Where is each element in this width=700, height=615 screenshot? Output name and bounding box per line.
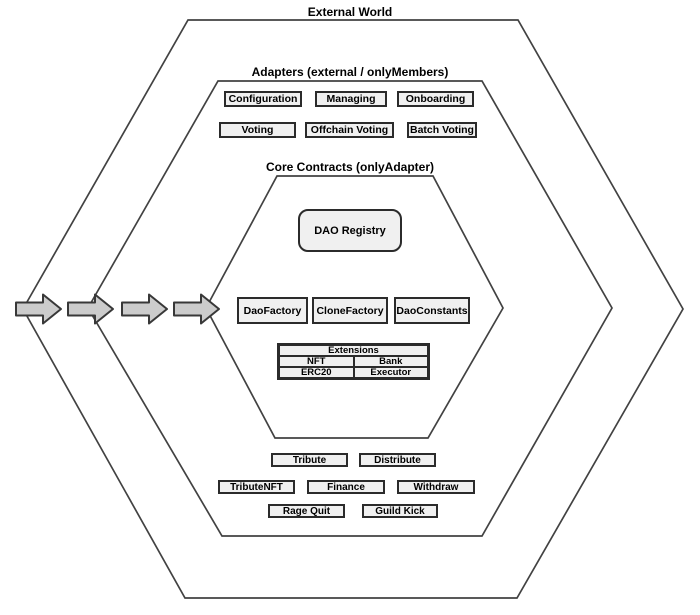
- core-box-clonefactory: CloneFactory: [312, 297, 388, 324]
- adapter-box-offchain-voting: Offchain Voting: [305, 122, 394, 138]
- core-box-daofactory: DaoFactory: [237, 297, 308, 324]
- arrow-right-icon-2: [67, 293, 114, 325]
- core-box-daoconstants: DaoConstants: [394, 297, 470, 324]
- adapter-box-distribute: Distribute: [359, 453, 436, 467]
- adapter-box-tributenft: TributeNFT: [218, 480, 295, 494]
- extensions-cell-bank: Bank: [353, 356, 428, 367]
- arrow-right-icon-3: [121, 293, 168, 325]
- adapter-box-rage-quit: Rage Quit: [268, 504, 345, 518]
- adapter-box-guild-kick: Guild Kick: [362, 504, 438, 518]
- external-world-label: External World: [307, 5, 393, 19]
- adapter-box-withdraw: Withdraw: [397, 480, 475, 494]
- extensions-cell-nft: NFT: [279, 356, 354, 367]
- arrow-right-icon-4: [173, 293, 220, 325]
- adapter-box-managing: Managing: [315, 91, 387, 107]
- core-box-dao-registry: DAO Registry: [298, 209, 402, 252]
- arrow-right-icon-1: [15, 293, 62, 325]
- extensions-header-cell: Extensions: [279, 345, 428, 356]
- adapter-box-onboarding: Onboarding: [397, 91, 474, 107]
- adapter-box-batch-voting: Batch Voting: [407, 122, 477, 138]
- extensions-cell-erc20: ERC20: [279, 367, 354, 378]
- adapter-box-voting: Voting: [219, 122, 296, 138]
- adapter-box-finance: Finance: [307, 480, 385, 494]
- extensions-table: Extensions NFT Bank ERC20 Executor: [277, 343, 430, 380]
- extensions-cell-executor: Executor: [353, 367, 428, 378]
- core-contracts-ring-label: Core Contracts (onlyAdapter): [265, 160, 435, 174]
- adapter-box-tribute: Tribute: [271, 453, 348, 467]
- adapters-ring-label: Adapters (external / onlyMembers): [251, 65, 449, 79]
- adapter-box-configuration: Configuration: [224, 91, 302, 107]
